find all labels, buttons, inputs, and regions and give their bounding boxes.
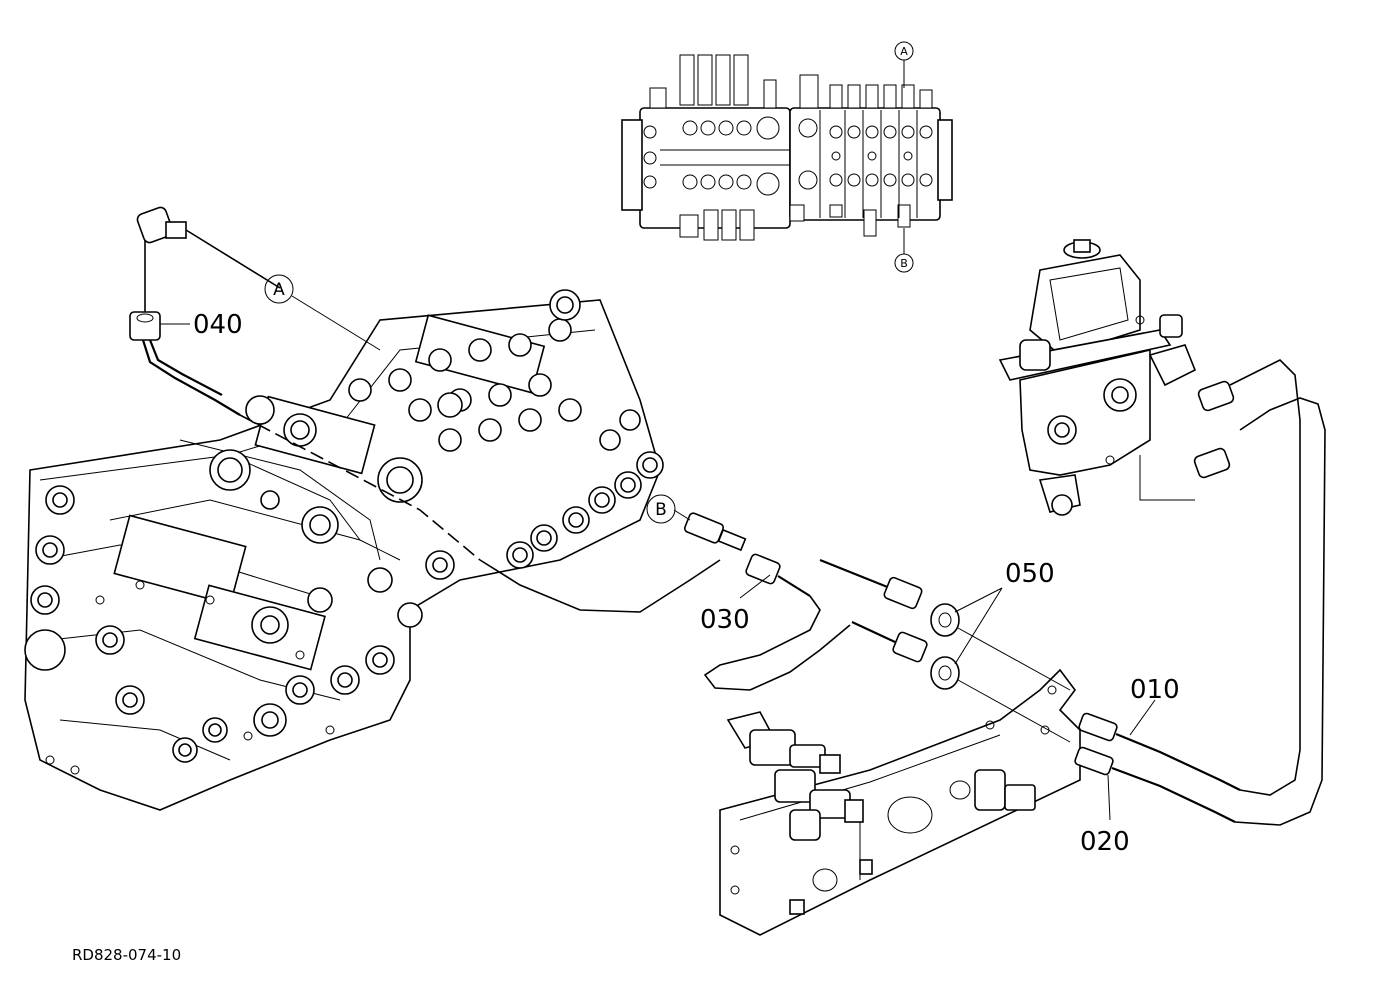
hose-010-020 xyxy=(1074,359,1326,826)
part-label-010: 010 xyxy=(1130,675,1180,705)
hose-040 xyxy=(129,206,721,613)
part-label-050: 050 xyxy=(1005,559,1055,589)
callout-a-label: A xyxy=(273,280,285,300)
diagram-code: RD828-074-10 xyxy=(72,946,181,964)
callout-a: A xyxy=(264,274,381,351)
hose-bracket xyxy=(719,668,1081,936)
callout-b: B xyxy=(646,494,691,524)
part-label-040: 040 xyxy=(193,310,243,340)
nuts-050 xyxy=(930,603,1071,743)
inset-callout-a: A xyxy=(900,45,908,58)
inset-callout-b: B xyxy=(900,257,908,270)
pilot-valve xyxy=(998,239,1197,516)
hose-030 xyxy=(683,512,928,691)
callout-b-label: B xyxy=(655,500,667,520)
part-label-020: 020 xyxy=(1080,827,1130,857)
control-valve-assembly xyxy=(24,289,664,811)
part-label-030: 030 xyxy=(700,605,750,635)
valve-overview-inset: A B xyxy=(621,41,953,273)
